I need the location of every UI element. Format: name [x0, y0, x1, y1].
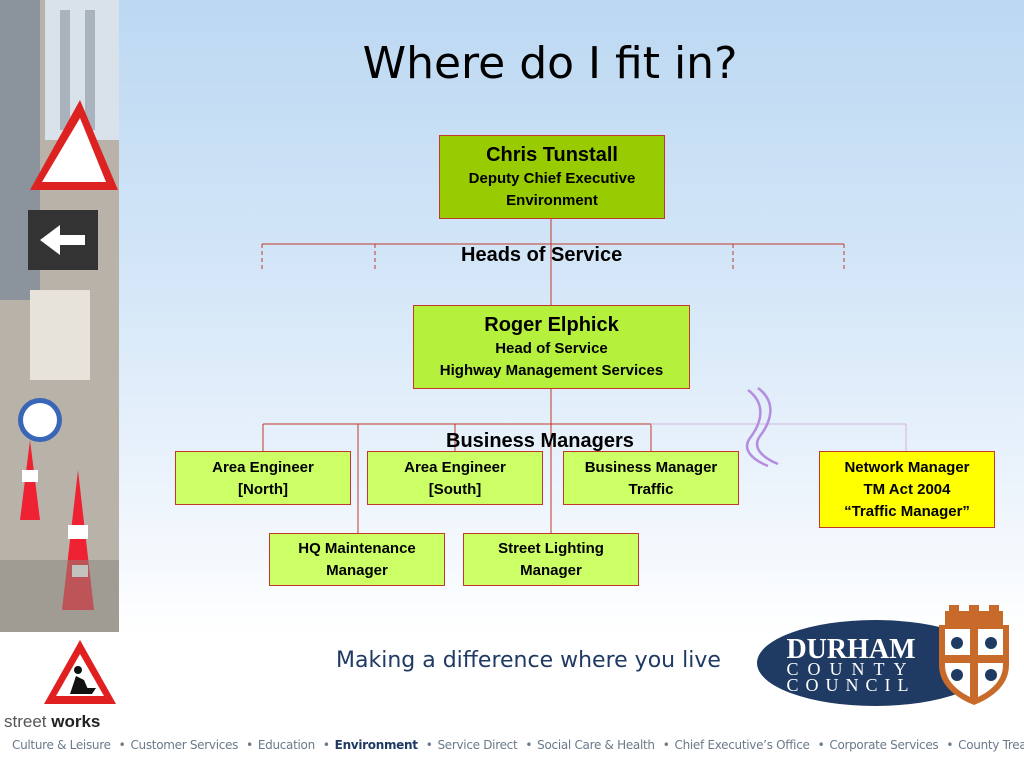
- durham-county-council-logo: DURHAM COUNTY COUNCIL: [757, 603, 1019, 709]
- nav-item-education[interactable]: Education: [257, 738, 315, 752]
- logo-line-county: COUNTY: [787, 659, 916, 679]
- head-box-line1: Head of Service: [495, 340, 608, 357]
- manager-1-line1: Area Engineer: [404, 459, 506, 476]
- nav-item-corporate-services[interactable]: Corporate Services: [829, 738, 939, 752]
- logo-line-council: COUNCIL: [787, 675, 916, 695]
- business-manager-traffic-box: Business Manager Traffic: [563, 451, 739, 505]
- sub-manager-0-line2: Manager: [326, 561, 388, 579]
- nav-separator: •: [817, 738, 825, 752]
- nav-item-chief-executive-s-office[interactable]: Chief Executive’s Office: [674, 738, 810, 752]
- durham-crest-icon: [939, 605, 1009, 705]
- manager-2-line1: Business Manager: [584, 459, 718, 476]
- nav-separator: •: [525, 738, 533, 752]
- head-box-name: Roger Elphick: [484, 314, 619, 336]
- business-managers-label: Business Managers: [446, 430, 634, 452]
- nav-separator: •: [662, 738, 670, 752]
- nav-separator: •: [118, 738, 126, 752]
- top-box-name: Chris Tunstall: [486, 144, 618, 166]
- nav-item-culture-leisure[interactable]: Culture & Leisure: [12, 738, 111, 752]
- heads-of-service-label: Heads of Service: [461, 244, 623, 266]
- network-manager-line3: “Traffic Manager”: [844, 503, 970, 520]
- hq-maintenance-manager-box: HQ Maintenance Manager: [269, 533, 445, 586]
- head-box-line2: Highway Management Services: [439, 362, 664, 379]
- manager-1-line2: [South]: [428, 481, 482, 498]
- nav-item-county-treasurer[interactable]: County Treasurer: [958, 738, 1024, 752]
- streetworks-light-text: street: [4, 712, 52, 731]
- roadworks-warning-icon: [40, 636, 120, 708]
- sub-manager-0-line1: HQ Maintenance: [298, 539, 416, 557]
- slide-title: Where do I fit in?: [362, 38, 738, 89]
- manager-0-line1: Area Engineer: [212, 459, 314, 476]
- nav-separator: •: [425, 738, 433, 752]
- chris-tunstall-box: Chris Tunstall Deputy Chief Executive En…: [439, 135, 665, 219]
- slogan: Making a difference where you live: [336, 648, 721, 673]
- streetworks-bold-text: works: [51, 712, 101, 731]
- network-manager-box: Network Manager TM Act 2004 “Traffic Man…: [819, 451, 995, 528]
- logo-line-durham: DURHAM: [786, 634, 915, 665]
- nav-separator: •: [322, 738, 330, 752]
- roadworks-photo: [0, 0, 119, 632]
- footer-nav: Culture & Leisure • Customer Services • Educ…: [12, 738, 1024, 752]
- street-lighting-manager-box: Street Lighting Manager: [463, 533, 639, 586]
- nav-separator: •: [946, 738, 954, 752]
- sub-manager-1-line2: Manager: [520, 561, 582, 579]
- roger-elphick-box: Roger Elphick Head of Service Highway Ma…: [413, 305, 690, 389]
- nav-separator: •: [246, 738, 253, 752]
- manager-2-line2: Traffic: [628, 481, 674, 498]
- sub-manager-1-line1: Street Lighting: [498, 539, 604, 557]
- nav-item-customer-services[interactable]: Customer Services: [130, 738, 239, 752]
- top-box-line1: Deputy Chief Executive: [468, 170, 636, 187]
- manager-0-line2: [North]: [238, 481, 288, 498]
- nav-item-social-care-health[interactable]: Social Care & Health: [537, 738, 655, 752]
- squiggle-break-icon: [745, 387, 779, 468]
- area-engineer-north-box: Area Engineer [North]: [175, 451, 351, 505]
- network-manager-line2: TM Act 2004: [863, 481, 951, 498]
- org-chart-connectors: [261, 218, 907, 533]
- area-engineer-south-box: Area Engineer [South]: [367, 451, 543, 505]
- nav-item-environment[interactable]: Environment: [334, 738, 418, 752]
- streetworks-logo: street works: [4, 712, 100, 732]
- network-manager-line1: Network Manager: [844, 459, 970, 476]
- nav-item-service-direct[interactable]: Service Direct: [437, 738, 518, 752]
- top-box-line2: Environment: [506, 192, 598, 209]
